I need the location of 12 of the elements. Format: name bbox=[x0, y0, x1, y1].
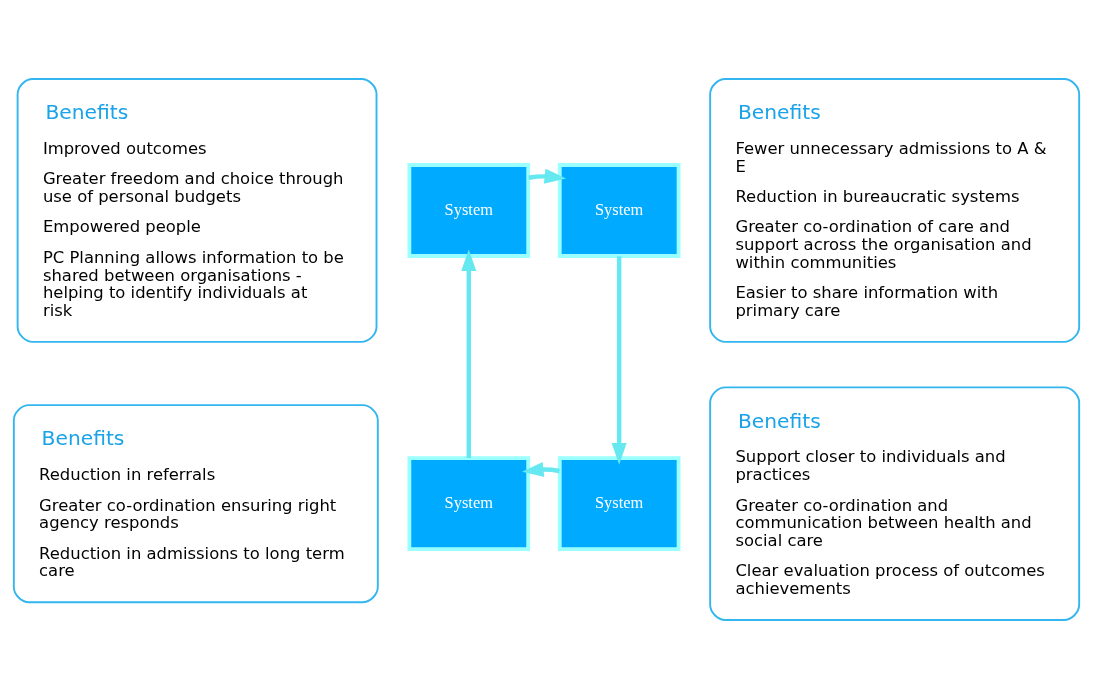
arrow bbox=[461, 249, 477, 458]
node-box: System bbox=[407, 455, 531, 551]
node-box: Benefits Support closer to individuals and practices Greater co-ordination and communication between health and social care Clear evaluation process of outcomes achievements bbox=[709, 385, 1081, 621]
node-box: Benefits Improved outcomes Greater freedom and choice through use of personal budgets Empowered people PC Planning allows information to be shared between organisations - helping to identify individuals at risk bbox=[16, 77, 378, 343]
node-box: System bbox=[557, 455, 681, 551]
arrow bbox=[611, 255, 627, 465]
arrow bbox=[522, 461, 560, 477]
node-box: Benefits Fewer unnecessary admissions to A & E Reduction in bureaucratic systems Greater co-ordination of care and support across the organisation and within communities Easier to share information with primary care bbox=[709, 77, 1081, 343]
arrow bbox=[528, 168, 567, 184]
node-box: System bbox=[557, 162, 681, 258]
node-box: System bbox=[407, 162, 531, 258]
node-box: Benefits Reduction in referrals Greater co-ordination ensuring right agency responds Reduction in admissions to long term care bbox=[12, 403, 379, 603]
